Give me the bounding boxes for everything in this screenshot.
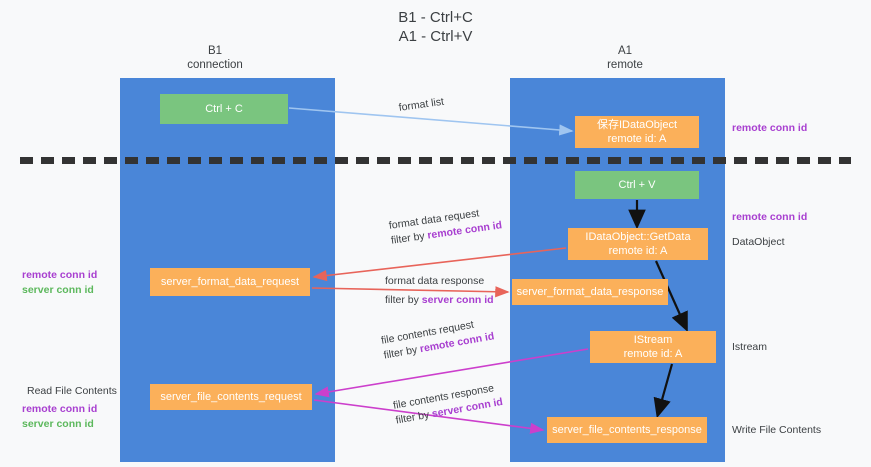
box-server-file-contents-request[interactable]: server_file_contents_request xyxy=(150,384,312,410)
box-idataobject-getdata-line1: IDataObject::GetData xyxy=(585,231,691,243)
box-idataobject-getdata[interactable]: IDataObject::GetData remote id: A xyxy=(568,228,708,260)
annotation-left-remote-conn-id-2: remote conn id xyxy=(22,403,98,415)
box-istream[interactable]: IStream remote id: A xyxy=(590,331,716,363)
column-header-a1: A1 remote xyxy=(607,45,643,71)
annotation-right-write-file-contents: Write File Contents xyxy=(732,424,822,436)
edge-label-format-data-response: format data response filter by server co… xyxy=(385,274,494,308)
box-server-file-contents-response-label: server_file_contents_response xyxy=(552,424,702,436)
box-istream-line1: IStream xyxy=(633,334,673,346)
edge-label-format-data-response-text: format data response xyxy=(385,275,485,287)
annotation-right-remote-conn-id-top: remote conn id xyxy=(732,122,808,134)
box-server-format-data-response[interactable]: server_format_data_response xyxy=(512,279,668,305)
edge-label-format-data-request: format data request filter by remote con… xyxy=(388,203,503,248)
annotation-right-istream: Istream xyxy=(732,341,768,353)
annotation-left-remote-conn-id: remote conn id xyxy=(22,269,98,281)
box-server-format-data-response-label: server_format_data_response xyxy=(516,286,664,298)
box-ctrl-v-label: Ctrl + V xyxy=(618,179,656,191)
box-idataobject-getdata-line2: remote id: A xyxy=(608,245,668,257)
box-save-idataobject[interactable]: 保存IDataObject remote id: A xyxy=(575,116,699,148)
box-server-file-contents-request-label: server_file_contents_request xyxy=(160,391,302,403)
box-ctrl-v[interactable]: Ctrl + V xyxy=(575,171,699,199)
edge-label-format-list-text: format list xyxy=(398,95,445,114)
annotation-left-server-conn-id-2: server conn id xyxy=(22,418,94,430)
box-ctrl-c[interactable]: Ctrl + C xyxy=(160,94,288,124)
edge-label-format-list: format list xyxy=(398,96,445,115)
annotation-left-conn-ids: remote conn id server conn id xyxy=(22,268,97,298)
box-server-format-data-request-label: server_format_data_request xyxy=(160,276,300,288)
box-save-idataobject-line1: 保存IDataObject xyxy=(596,119,678,131)
annotation-left-conn-ids-2: remote conn id server conn id xyxy=(22,402,97,432)
phase-divider xyxy=(20,157,851,164)
box-ctrl-c-label: Ctrl + C xyxy=(205,103,243,115)
filter-key-server-conn-id: server conn id xyxy=(421,294,494,306)
edge-label-file-contents-response: file contents response filter by server … xyxy=(392,380,504,428)
column-header-b1: B1 connection xyxy=(187,45,243,71)
filter-prefix: filter by xyxy=(390,229,429,247)
annotation-right-remote-conn-id-mid: remote conn id xyxy=(732,211,808,223)
annotation-left-read-file-contents: Read File Contents xyxy=(27,385,117,397)
box-istream-line2: remote id: A xyxy=(623,348,683,360)
annotation-left-server-conn-id: server conn id xyxy=(22,284,94,296)
box-save-idataobject-line2: remote id: A xyxy=(607,133,667,145)
annotation-right-dataobject: DataObject xyxy=(732,236,785,248)
filter-prefix: filter by xyxy=(385,294,422,306)
box-server-format-data-request[interactable]: server_format_data_request xyxy=(150,268,310,296)
edge-label-file-contents-request: file contents request filter by remote c… xyxy=(380,315,496,364)
page-title: B1 - Ctrl+C A1 - Ctrl+V xyxy=(398,9,473,45)
edge-label-format-data-response-filter: filter by server conn id xyxy=(385,293,494,308)
box-server-file-contents-response[interactable]: server_file_contents_response xyxy=(547,417,707,443)
